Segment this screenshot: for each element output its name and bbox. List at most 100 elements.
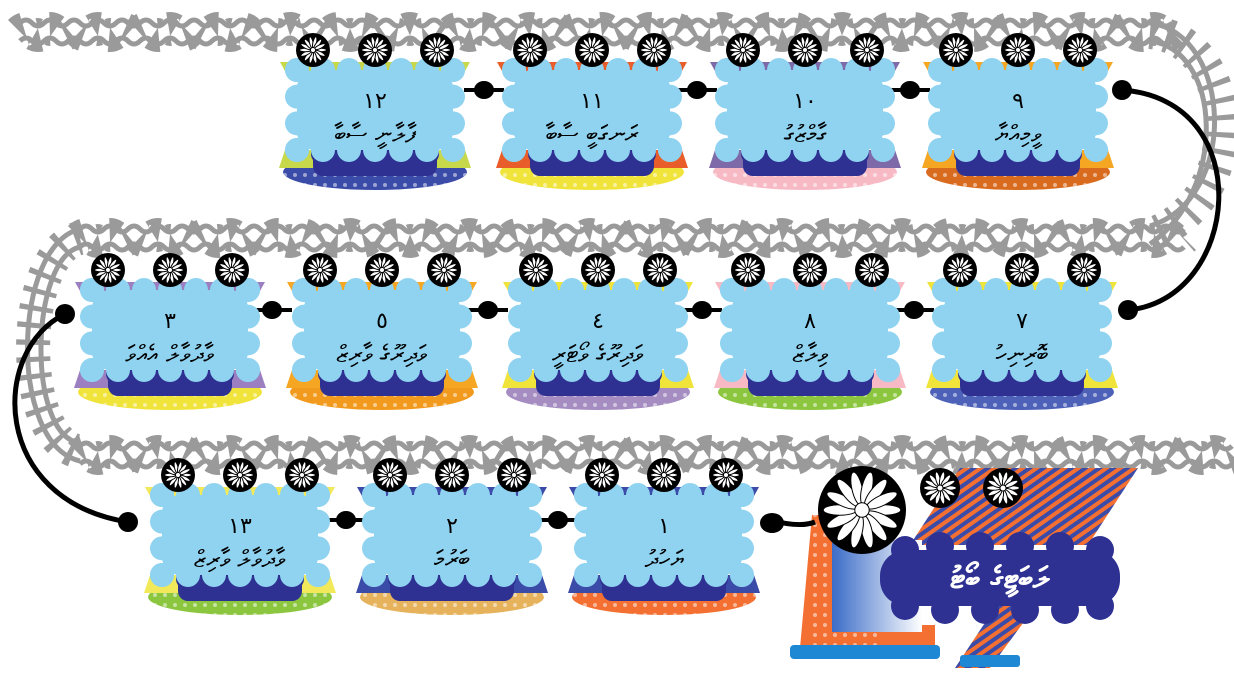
wheel-icon: [427, 253, 461, 287]
wheel-icon: [296, 33, 330, 67]
rail-line: [78, 241, 1186, 253]
locomotive: ލަބަޓީގެ ބޯޓު: [760, 466, 1138, 668]
rail-line: [78, 223, 1186, 235]
wheel-icon: [435, 458, 469, 492]
car-number: ١٣: [228, 514, 252, 539]
car-number: ٨: [804, 309, 816, 334]
title-text: ލަބަޓީގެ ބޯޓު: [950, 561, 1051, 599]
wheel-icon: [709, 458, 743, 492]
car-number: ١: [658, 514, 670, 539]
car-body: [292, 278, 472, 382]
car-number: ١١: [580, 89, 604, 114]
train-car: ٧ބޮރިނިހު: [926, 253, 1118, 410]
car-label: ބޮރިނިހު: [996, 340, 1049, 368]
car-label: ފާލާނީ ސާބާ: [334, 120, 417, 149]
train-car: ٩ވީމިއްޔާ: [922, 33, 1114, 190]
train-car: ١٠ ގާމްޒުގު: [709, 33, 901, 190]
coupling: [538, 511, 578, 529]
wheel-icon: [1067, 253, 1101, 287]
car-body: [720, 278, 900, 382]
wheel-icon: [420, 33, 454, 67]
coupling: [894, 301, 934, 319]
rail-line: [1148, 38, 1209, 247]
coupling: [326, 511, 366, 529]
train-car: ١ ޔަހުދު: [568, 458, 760, 615]
coupling: [464, 81, 504, 99]
wheel-icon: [793, 253, 827, 287]
wheel-icon: [1063, 33, 1097, 67]
rail-sleepers: [67, 218, 1197, 258]
wheel-icon: [373, 458, 407, 492]
rail-line: [1149, 20, 1217, 229]
car-body: [715, 58, 895, 162]
wheel-icon: [939, 33, 973, 67]
title-banner: ލަބަޓީގެ ބޯޓު: [880, 532, 1120, 624]
coupling-arc: [12, 311, 129, 525]
car-label: ވީމިއްޔާ: [995, 120, 1043, 149]
coupling: [682, 301, 722, 319]
rail-line: [18, 17, 1174, 29]
coupling: [677, 81, 717, 99]
car-label: ވަދިރޫގެ ވޯޓަރީ: [552, 340, 644, 369]
wheel-icon: [850, 33, 884, 67]
train-car: ٨ ވިލާޒް: [714, 253, 906, 410]
car-label: ވިލާޒް: [792, 340, 828, 368]
train-car: ٥ ވަދިރޫގެ ވާރިޒް: [286, 253, 478, 410]
coupling: [890, 81, 930, 99]
wheel-icon: [647, 458, 681, 492]
coupling: [252, 301, 292, 319]
wheel-icon: [943, 253, 977, 287]
wheel-icon: [303, 253, 337, 287]
wheel-icon: [726, 33, 760, 67]
rail-line: [78, 440, 1234, 452]
wheel-icon: [519, 253, 553, 287]
train-cars: ١٢ފާލާނީ ސާބާ١١ރަނގަބީ ސާބާ١٠ގާމްޒުގު٩ވީ…: [74, 33, 1118, 615]
wheel-icon: [581, 253, 615, 287]
wheel-icon: [1001, 33, 1035, 67]
rail-line: [38, 244, 81, 446]
car-number: ٥: [376, 309, 388, 334]
wheel-icon: [643, 253, 677, 287]
wheel-icon: [365, 253, 399, 287]
car-label: ވަދިރޫގެ ވާރިޒް: [336, 340, 428, 368]
rail-curve: [16, 221, 86, 469]
car-label: ބަރުމަ: [434, 545, 470, 573]
wheel-icon: [161, 458, 195, 492]
train-car: ٢ ބަރުމަ: [356, 458, 548, 615]
car-body: [362, 483, 542, 587]
train-car: ١١ ރަނގަބީ ސާބާ: [496, 33, 688, 190]
wheel-icon: [223, 458, 257, 492]
train-car: ٣ވާދުވާލް އެއްވަ: [74, 253, 266, 410]
car-body: [150, 483, 330, 587]
car-number: ٢: [446, 514, 458, 539]
car-body: [285, 58, 465, 162]
car-body: [574, 483, 754, 587]
wheel-icon: [731, 253, 765, 287]
car-body: [932, 278, 1112, 382]
wheel-icon: [637, 33, 671, 67]
wheel-icon: [285, 458, 319, 492]
wheel-icon: [855, 253, 889, 287]
wheel-icon: [153, 253, 187, 287]
car-label: ގާމްޒުގު: [784, 120, 828, 148]
car-number: ١٢: [363, 89, 387, 114]
car-body: [508, 278, 688, 382]
wheel-icon: [513, 33, 547, 67]
car-label: ޔަހުދު: [645, 545, 685, 573]
engine-base: [790, 645, 940, 659]
car-number: ٤: [592, 309, 604, 334]
rail-line: [25, 226, 81, 464]
wheel-icon: [788, 33, 822, 67]
train-car: ١٢ ފާލާނީ ސާބާ: [279, 33, 471, 190]
wheel-icon: [575, 33, 609, 67]
car-number: ١٠: [793, 89, 817, 114]
wheel-icon: [1005, 253, 1039, 287]
car-label: ރަނގަބީ ސާބާ: [546, 120, 639, 149]
engine-roof-stripes: [910, 468, 1138, 545]
car-label: ވާދުވާލް އެއްވަ: [125, 340, 215, 368]
train-car: ١٣ވާދުވާލް ވާރިޒް: [144, 458, 336, 615]
coupling: [468, 301, 508, 319]
coupling-arc: [1121, 87, 1222, 313]
coupling-links: [12, 80, 1222, 532]
